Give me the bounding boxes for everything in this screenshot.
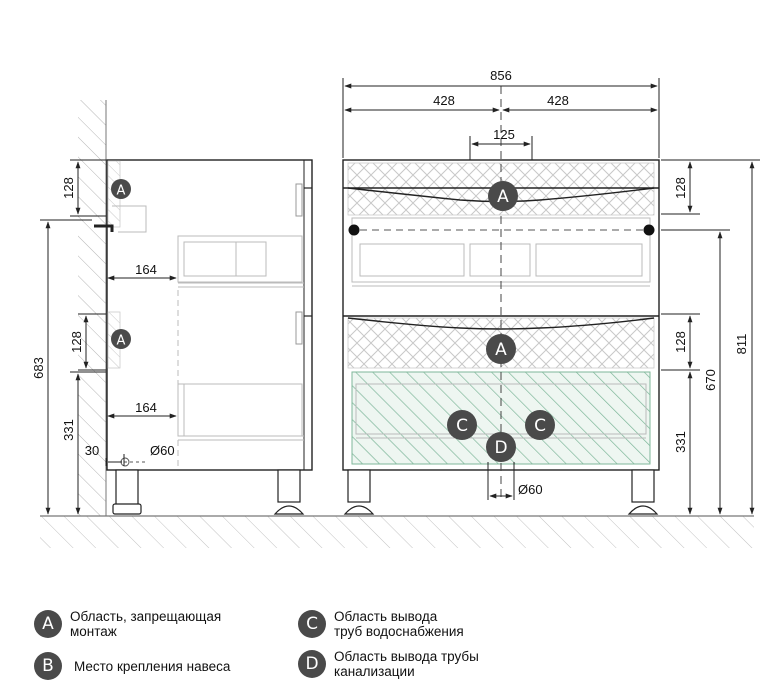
dim-side-mid-zone: 128: [69, 331, 84, 353]
dim-front-mid-zone: 128: [673, 331, 688, 353]
dim-side-top-zone: 128: [61, 177, 76, 199]
front-dimensions: [342, 78, 760, 515]
dim-side-lower-height: 331: [61, 419, 76, 441]
marker-water-right: C: [525, 410, 555, 440]
front-view: [342, 86, 660, 515]
svg-text:C: C: [534, 416, 546, 436]
dim-front-half-right: 428: [547, 93, 569, 108]
marker-side-upper: A: [111, 179, 131, 199]
legend-item-d: D Область вывода трубы канализации: [298, 649, 479, 679]
legend-item-a: A Область, запрещающая монтаж: [34, 609, 221, 639]
svg-text:A: A: [117, 184, 126, 199]
dim-front-width-total: 856: [490, 68, 512, 83]
legend-text-c: Область вывода труб водоснабжения: [334, 609, 464, 639]
dim-side-wall-offset: 30: [85, 443, 99, 458]
badge-a-icon: A: [34, 610, 62, 638]
marker-front-top: A: [488, 181, 518, 211]
svg-text:A: A: [497, 187, 509, 207]
legend-item-c: C Область вывода труб водоснабжения: [298, 609, 464, 639]
marker-water-left: C: [447, 410, 477, 440]
svg-text:D: D: [494, 438, 507, 458]
badge-d-icon: D: [298, 650, 326, 678]
legend-text-b: Место крепления навеса: [74, 658, 231, 674]
marker-front-middle: A: [486, 334, 516, 364]
svg-text:C: C: [456, 416, 468, 436]
badge-b-icon: B: [34, 652, 62, 680]
dim-front-pipe-diameter: Ø60: [518, 482, 543, 497]
dimension-labels: 128 683 128 331 164 164 30 Ø60 856 428 4…: [31, 68, 749, 497]
svg-text:A: A: [495, 340, 507, 360]
zone-markers: A A A A C C D: [111, 179, 555, 462]
wall-and-floor: [40, 100, 754, 548]
dim-front-mount-height: 670: [703, 369, 718, 391]
dim-front-top-zone: 128: [673, 177, 688, 199]
marker-drain: D: [486, 432, 516, 462]
dim-front-total-height: 811: [734, 334, 749, 355]
legend-text-d: Область вывода трубы канализации: [334, 649, 479, 679]
dim-front-lower-height: 331: [673, 431, 688, 453]
dim-side-depth-top: 164: [135, 262, 157, 277]
legend-text-a: Область, запрещающая монтаж: [70, 609, 222, 639]
dim-front-center-zone: 125: [493, 127, 515, 142]
side-dimensions: [40, 159, 177, 515]
dim-side-depth-bottom: 164: [135, 400, 157, 415]
dim-side-pipe-diameter: Ø60: [150, 443, 175, 458]
svg-text:A: A: [117, 334, 126, 349]
badge-c-icon: C: [298, 610, 326, 638]
dim-side-total-height: 683: [31, 357, 46, 379]
dim-front-half-left: 428: [433, 93, 455, 108]
legend-item-b: B Место крепления навеса: [34, 652, 230, 680]
marker-side-lower: A: [111, 329, 131, 349]
